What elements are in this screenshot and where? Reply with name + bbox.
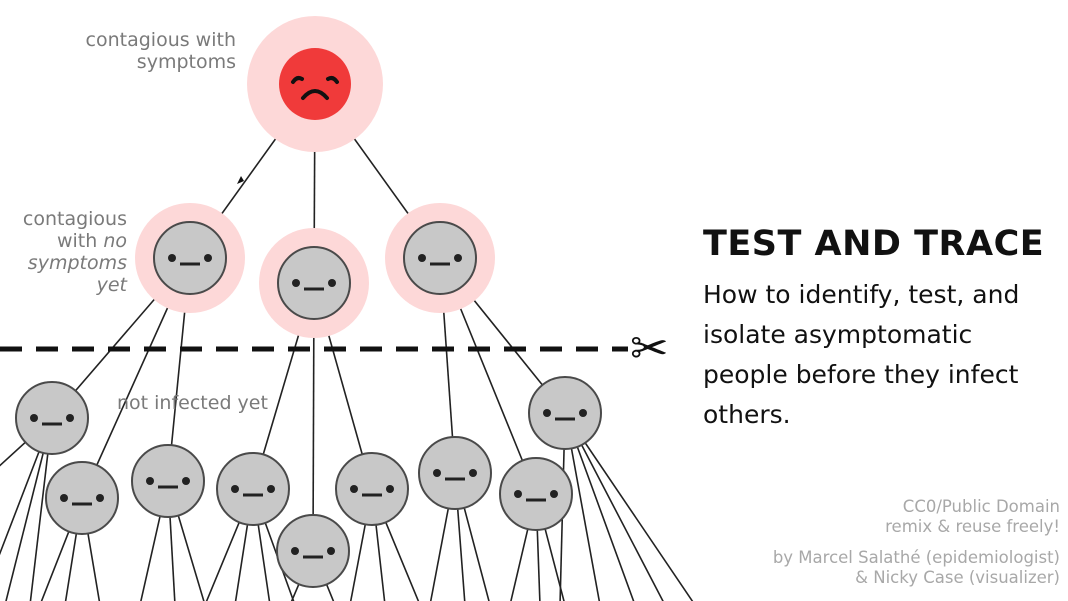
face-eye: [350, 485, 358, 493]
face-body: [216, 452, 290, 526]
label-emphasis: symptoms: [27, 252, 127, 274]
face-eye: [579, 409, 587, 417]
face-eye: [514, 490, 522, 498]
label-text: with: [56, 230, 104, 252]
neutral-face-icon: [216, 452, 290, 526]
neutral-face-icon: [131, 444, 205, 518]
face-eye: [550, 490, 558, 498]
face-body: [153, 221, 227, 295]
neutral-face-icon: [418, 436, 492, 510]
face-eye: [96, 494, 104, 502]
neutral-face-icon: [528, 376, 602, 450]
face-body: [335, 452, 409, 526]
scissors-icon: ✂: [630, 321, 669, 375]
face-eye: [168, 254, 176, 262]
neutral-face-icon: [403, 221, 477, 295]
face-eye: [418, 254, 426, 262]
face-eye: [386, 485, 394, 493]
page-subtitle: How to identify, test, and isolate asymp…: [703, 280, 1020, 429]
face-eye: [30, 414, 38, 422]
label-line: yet: [23, 274, 127, 296]
page-title: TEST AND TRACE: [703, 224, 1045, 264]
face-eye: [204, 254, 212, 262]
author-credit: by Marcel Salathé (epidemiologist) & Nic…: [773, 548, 1060, 588]
face-eye: [267, 485, 275, 493]
label-line: contagious with: [85, 29, 236, 51]
face-eye: [433, 469, 441, 477]
credit-line: CC0/Public Domain: [902, 497, 1060, 516]
face-eye: [66, 414, 74, 422]
credit-line: & Nicky Case (visualizer): [855, 568, 1060, 587]
label-line: symptoms: [136, 51, 236, 73]
face-eye: [326, 76, 339, 84]
face-body: [45, 461, 119, 535]
neutral-face-icon: [15, 381, 89, 455]
face-eye: [60, 494, 68, 502]
edge-arrowhead: [237, 176, 244, 184]
face-body: [131, 444, 205, 518]
label-emphasis: no: [103, 230, 127, 252]
neutral-face-icon: [277, 246, 351, 320]
face-body: [499, 457, 573, 531]
sad-face-icon: [279, 48, 351, 120]
face-body: [418, 436, 492, 510]
face-eye: [231, 485, 239, 493]
face-body: [277, 246, 351, 320]
face-eye: [327, 547, 335, 555]
license-credit: CC0/Public Domain remix & reuse freely!: [885, 497, 1060, 537]
face-body: [528, 376, 602, 450]
face-body: [276, 514, 350, 588]
face-body: [279, 48, 351, 120]
face-eye: [328, 279, 336, 287]
label-contagious-no-symptoms: contagious with no symptoms yet: [23, 208, 127, 296]
credit-line: remix & reuse freely!: [885, 517, 1060, 536]
face-body: [403, 221, 477, 295]
neutral-face-icon: [499, 457, 573, 531]
label-line: contagious: [22, 208, 127, 230]
face-eye: [543, 409, 551, 417]
label-contagious-with-symptoms: contagious with symptoms: [86, 29, 236, 73]
face-eye: [182, 477, 190, 485]
label-line: with no: [23, 230, 127, 252]
neutral-face-icon: [276, 514, 350, 588]
credit-line: by Marcel Salathé (epidemiologist): [772, 548, 1060, 567]
face-body: [15, 381, 89, 455]
label-emphasis: yet: [96, 274, 127, 296]
face-eye: [469, 469, 477, 477]
people-nodes: [15, 48, 602, 588]
face-mouth: [301, 89, 329, 100]
neutral-face-icon: [153, 221, 227, 295]
face-eye: [291, 76, 304, 84]
face-eye: [292, 279, 300, 287]
face-eye: [454, 254, 462, 262]
label-line: symptoms: [23, 252, 127, 274]
face-eye: [291, 547, 299, 555]
edge: [564, 412, 694, 601]
label-not-infected-yet: not infected yet: [117, 392, 268, 414]
face-eye: [146, 477, 154, 485]
neutral-face-icon: [45, 461, 119, 535]
neutral-face-icon: [335, 452, 409, 526]
